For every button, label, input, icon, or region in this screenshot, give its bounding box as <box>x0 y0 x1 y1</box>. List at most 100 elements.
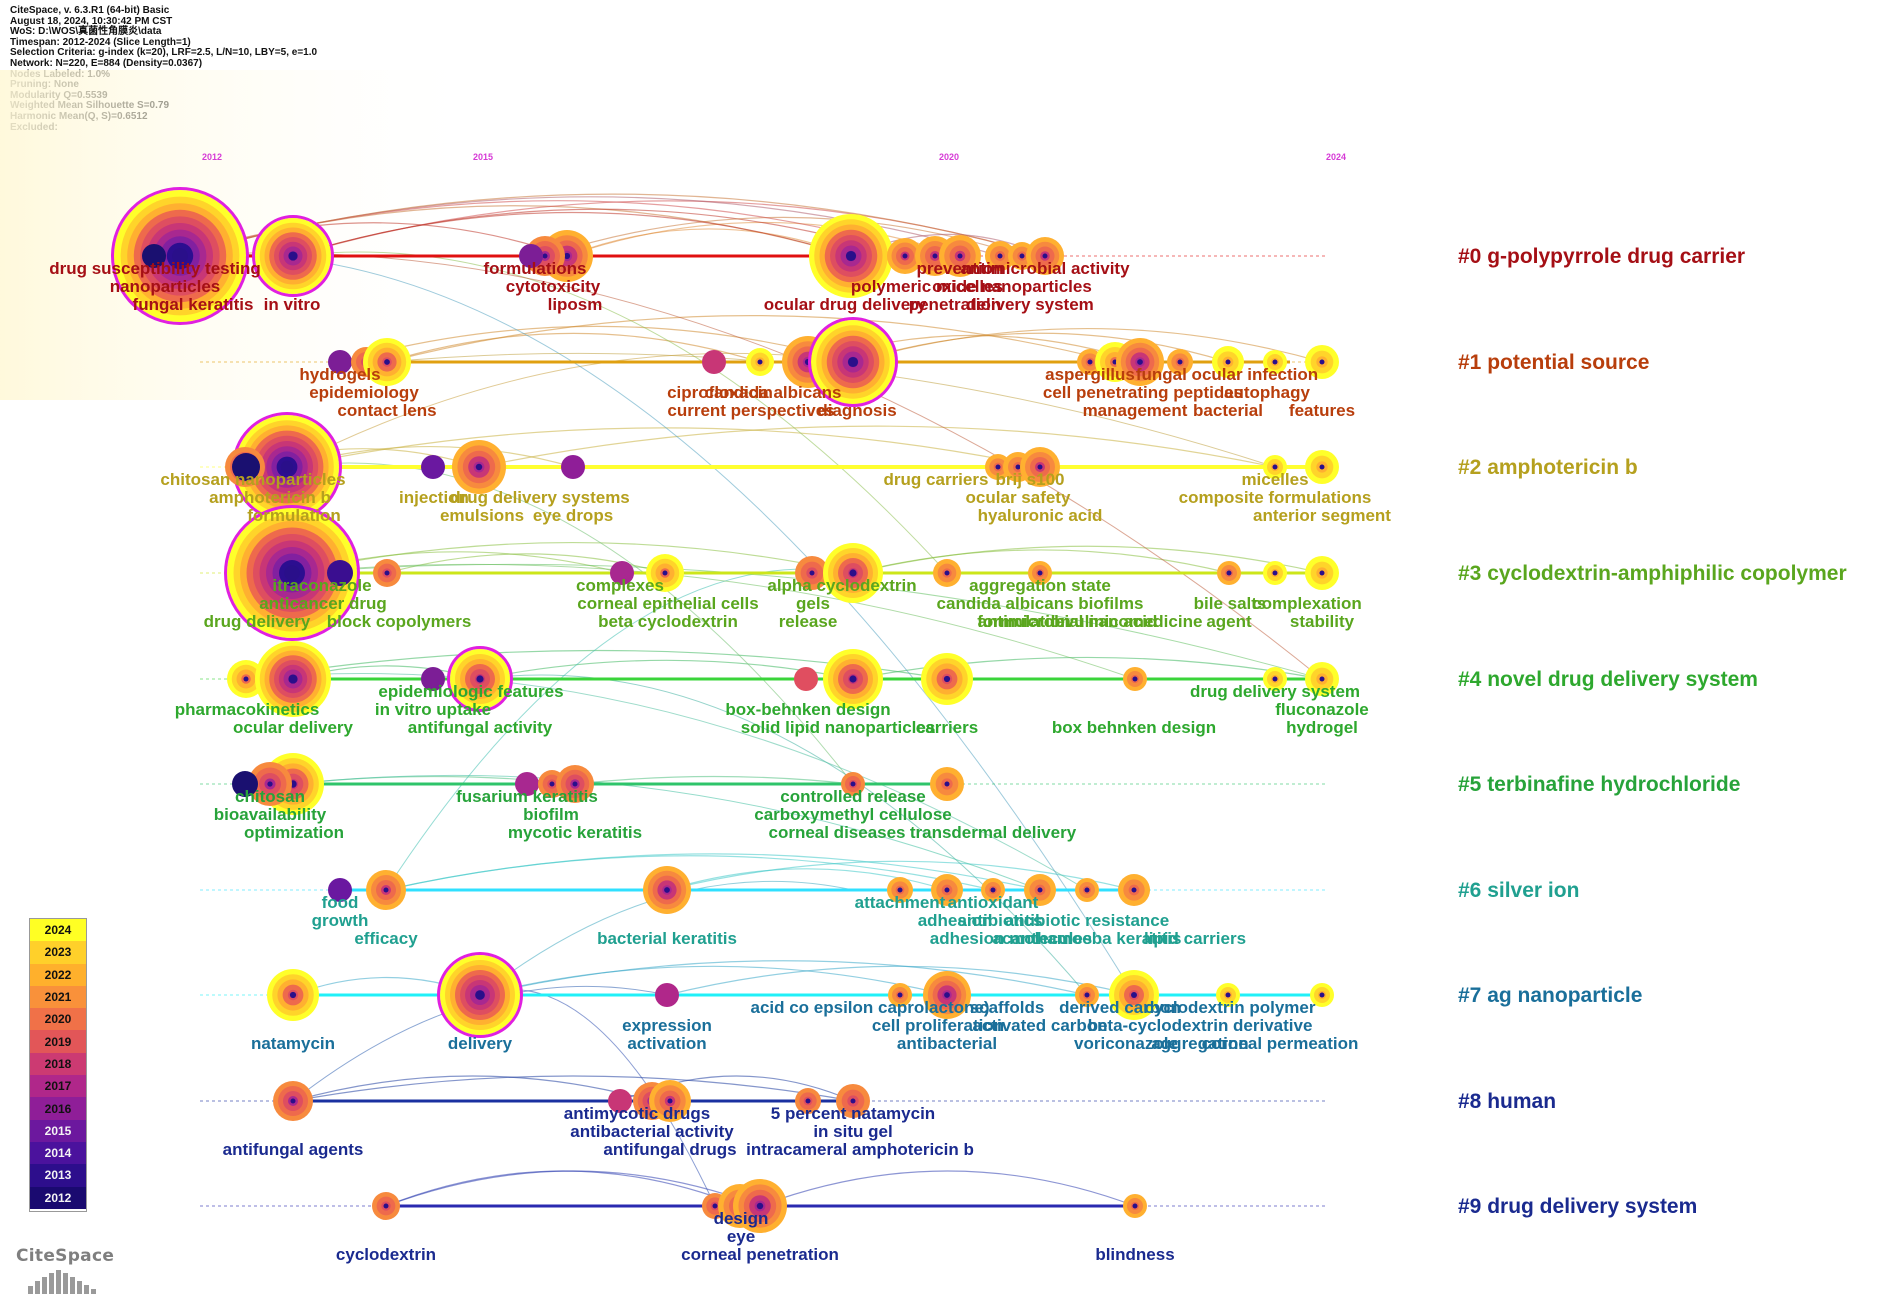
citation-arc <box>291 563 1136 680</box>
citation-arc <box>574 775 854 785</box>
keyword-label: adhesion <box>918 911 993 930</box>
keyword-label: aggregation state <box>969 576 1111 595</box>
cluster-node <box>366 870 406 910</box>
cluster-node <box>248 762 292 806</box>
citation-arc <box>385 1170 741 1207</box>
keyword-label: pharmacokinetics <box>175 700 320 719</box>
keyword-label: chitosan nanoparticles <box>160 470 345 489</box>
cluster-node <box>1167 349 1193 375</box>
keyword-label: aspergillus <box>1045 365 1135 384</box>
keyword-label: food <box>322 893 359 912</box>
info-line: August 18, 2024, 10:30:42 PM CST <box>10 15 173 27</box>
citation-arc <box>292 774 1041 891</box>
cluster-node <box>327 560 353 586</box>
legend-year-2019: 2019 <box>30 1030 86 1053</box>
keyword-label: transdermal delivery <box>910 823 1077 842</box>
citation-arc <box>292 1075 653 1102</box>
cluster-node <box>1028 561 1052 585</box>
keyword-label: in vitro <box>264 295 321 314</box>
keyword-label: voriconazole <box>1074 1034 1178 1053</box>
keyword-label: composite formulations <box>1179 488 1372 507</box>
keyword-label: bacterial keratitis <box>597 929 737 948</box>
year-tick-2024: 2024 <box>1326 152 1346 162</box>
keyword-label: growth <box>312 911 369 930</box>
keyword-label: controlled release <box>780 787 926 806</box>
legend-year-2022: 2022 <box>30 963 86 986</box>
citation-arc <box>245 673 1088 891</box>
keyword-label: formulation <box>247 506 341 525</box>
keyword-label: corneal permeation <box>1202 1034 1359 1053</box>
keyword-label: in situ gel <box>813 1122 892 1141</box>
keyword-label: penetration <box>909 295 1002 314</box>
keyword-label: activation <box>627 1034 706 1053</box>
keyword-label: attachment <box>855 893 946 912</box>
citation-arc <box>292 462 854 785</box>
keyword-label: itraconazole <box>272 576 371 595</box>
cluster-node <box>1075 983 1099 1007</box>
cluster-label: #9 drug delivery system <box>1458 1195 1697 1218</box>
cluster-node <box>836 1084 870 1118</box>
keyword-label: hydrogels <box>299 365 380 384</box>
cluster-node <box>649 1080 691 1122</box>
keyword-label: antibacterial activity <box>570 1122 734 1141</box>
keyword-label: lipid carriers <box>1144 929 1246 948</box>
cluster-label: #3 cyclodextrin-amphiphilic copolymer <box>1458 562 1847 585</box>
keyword-label: stability <box>1290 612 1355 631</box>
keyword-label: bile salts <box>1194 594 1267 613</box>
keyword-label: antimicrobial activity <box>960 259 1130 278</box>
cluster-node <box>1263 350 1287 374</box>
keyword-label: scaffolds <box>970 998 1045 1017</box>
keyword-label: emulsions <box>440 506 524 525</box>
cluster-label: #7 ag nanoparticle <box>1458 984 1642 1007</box>
keyword-label: ocular safety <box>966 488 1071 507</box>
info-line: WoS: D:\WOS\真菌性角膜炎\data <box>10 26 162 38</box>
cluster-node <box>232 771 258 797</box>
keyword-label: autophagy <box>1224 383 1310 402</box>
cluster-label: #4 novel drug delivery system <box>1458 668 1758 691</box>
cluster-node <box>447 646 513 712</box>
citation-arc <box>666 860 1135 891</box>
info-line: Selection Criteria: g-index (k=20), LRF=… <box>10 47 318 59</box>
keyword-label: solid lipid nanoparticles <box>741 718 936 737</box>
cluster-node <box>328 878 352 902</box>
keyword-label: drug delivery <box>204 612 311 631</box>
legend-year-2021: 2021 <box>30 985 86 1009</box>
cluster-node <box>437 952 523 1038</box>
year-tick-2020: 2020 <box>939 152 959 162</box>
keyword-label: nanoparticles <box>110 277 221 296</box>
citation-arc <box>291 541 854 574</box>
keyword-label: delivery system <box>966 295 1094 314</box>
info-line: Timespan: 2012-2024 (Slice Length=1) <box>10 36 191 48</box>
citation-arc <box>479 674 1088 996</box>
cluster-node <box>655 983 679 1007</box>
keyword-label: liposm <box>548 295 603 314</box>
cluster-node <box>1305 662 1339 696</box>
cluster-node <box>232 453 260 481</box>
cluster-node <box>1263 455 1287 479</box>
keyword-label: cyclodextrin <box>336 1245 436 1264</box>
cluster-node <box>1118 874 1150 906</box>
cluster-node <box>808 317 898 407</box>
citation-arc <box>385 568 854 891</box>
keyword-label: brij s100 <box>996 470 1065 489</box>
citation-arc <box>852 327 1323 363</box>
citation-arc <box>566 228 852 257</box>
keyword-label: alpha cyclodextrin <box>767 576 916 595</box>
citation-arc <box>479 965 948 996</box>
cluster-node <box>1123 1194 1147 1218</box>
cluster-node <box>556 765 594 803</box>
year-tick-2012: 2012 <box>202 152 222 162</box>
cluster-node <box>1109 970 1159 1020</box>
keyword-label: corneal epithelial cells <box>577 594 758 613</box>
legend-year-2020: 2020 <box>30 1008 86 1031</box>
cluster-node <box>1305 450 1339 484</box>
keyword-label: antibacterial <box>897 1034 997 1053</box>
keyword-label: antifungal drugs <box>603 1140 736 1159</box>
keyword-label: in vitro uptake <box>375 700 491 719</box>
keyword-label: current perspectives <box>667 401 834 420</box>
keyword-label: drug carriers <box>884 470 989 489</box>
keyword-label: block copolymers <box>327 612 472 631</box>
keyword-label: 5 percent natamycin <box>771 1104 935 1123</box>
cluster-node <box>328 350 352 374</box>
cluster-label: #5 terbinafine hydrochloride <box>1458 773 1740 796</box>
